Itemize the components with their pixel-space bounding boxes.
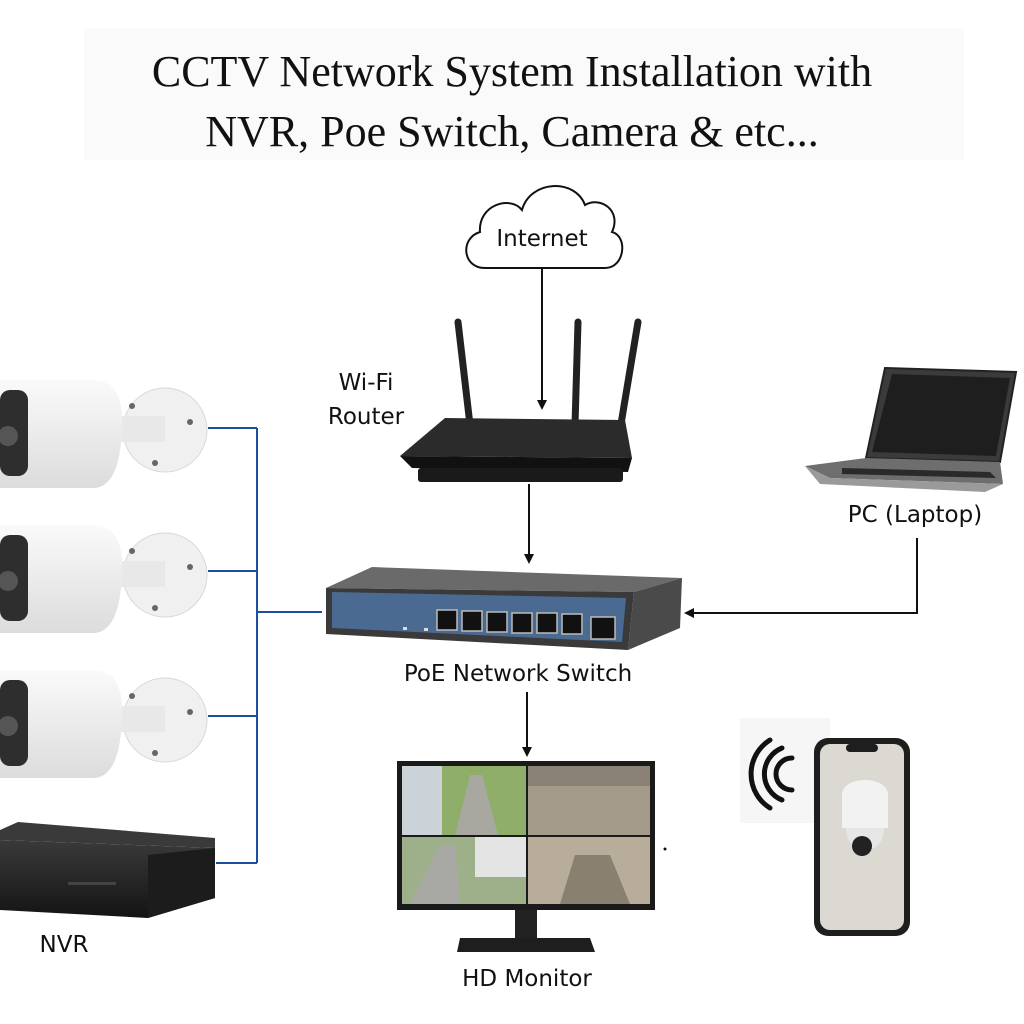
- nvr-label: NVR: [40, 932, 89, 958]
- laptop-label: PC (Laptop): [848, 502, 982, 528]
- hd-monitor-icon: [397, 761, 655, 952]
- bullet-camera-icon: [0, 525, 208, 633]
- wifi-signal-icon: [748, 737, 773, 811]
- laptop-icon: [805, 366, 1018, 492]
- title-line-1: CCTV Network System Installation with: [151, 47, 873, 96]
- router-label-line1: Wi-Fi: [339, 370, 394, 396]
- internet-cloud-icon: [465, 185, 624, 269]
- router-icon: [400, 318, 642, 482]
- nvr-icon: [0, 822, 215, 918]
- camera-cabling: [208, 427, 322, 864]
- arrow-laptop-to-switch: [684, 538, 918, 618]
- title-line-2: NVR, Poe Switch, Camera & etc...: [205, 107, 819, 156]
- router-label-line2: Router: [328, 404, 405, 430]
- internet-label: Internet: [496, 226, 587, 252]
- poe-switch-icon: [326, 567, 682, 650]
- smartphone-icon: [740, 718, 910, 936]
- title-background: [84, 28, 964, 160]
- bullet-camera-icon: [0, 380, 208, 488]
- switch-label: PoE Network Switch: [404, 661, 632, 687]
- bullet-camera-icon: [0, 670, 208, 778]
- stray-dot: [663, 847, 667, 851]
- monitor-label: HD Monitor: [462, 966, 592, 992]
